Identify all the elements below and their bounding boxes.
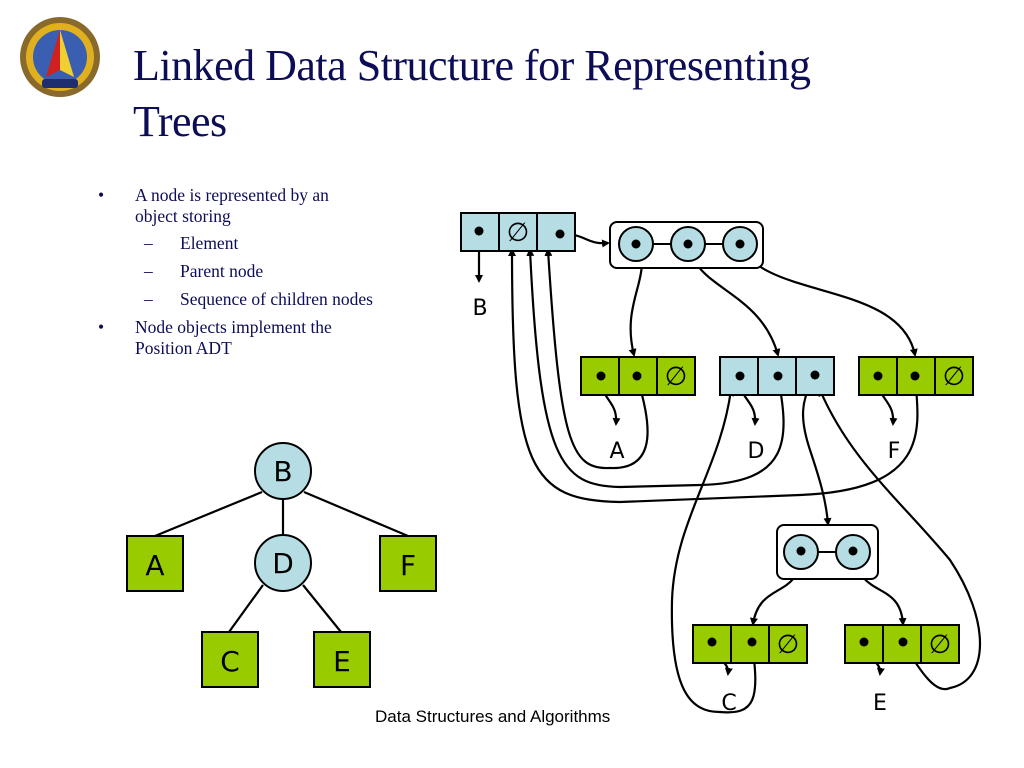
tree-node-C: C [201,631,259,688]
tree-edge-B-F [303,490,409,538]
tree-node-label: A [145,549,164,582]
linked-node-F: ∅ F [858,356,974,464]
tree-node-label: F [400,549,416,582]
bullet-list: • A node is represented by an object sto… [98,185,438,365]
dash-glyph: – [144,289,153,309]
tree-node-E: E [313,631,371,688]
title-line-1: Linked Data Structure for Representing [133,41,811,90]
pointer-D-children [801,376,832,526]
sub-bullet-text: Sequence of children nodes [180,289,373,309]
tree-node-A: A [126,535,184,592]
null-icon: ∅ [507,218,530,248]
children-sequence-D [776,524,879,580]
sub-bullet-item: – Element [98,233,438,254]
element-label-B: B [472,296,487,321]
dash-glyph: – [144,233,153,253]
pointer-E-parent [818,388,982,691]
sub-bullet-text: Element [180,233,239,253]
pointer-C-parent [670,388,757,714]
linked-node-B: ∅ B [460,212,576,321]
pointer-dot [555,229,565,239]
bullet-text: A node is represented by an object stori… [135,185,438,227]
bullet-text-line: object storing [135,206,231,226]
slide-footer: Data Structures and Algorithms [375,707,611,726]
element-label-E: E [873,691,887,716]
tree-node-label: E [333,645,351,678]
bullet-item: • A node is represented by an object sto… [98,185,438,227]
institute-logo [20,17,100,97]
tree-node-F: F [379,535,437,592]
tree-edge-D-E [302,584,342,633]
tree-node-B: B [254,442,312,500]
tree-node-label: C [220,645,240,678]
bullet-text-line: A node is represented by an [135,185,329,205]
tree-node-label: D [272,547,294,580]
pointer-D-parent [526,248,785,489]
bullet-item: • Node objects implement the Position AD… [98,317,438,359]
tree-diagram [154,490,409,633]
pointer-F-parent [508,248,919,504]
title-line-2: Trees [133,97,227,146]
pointer-A-parent [544,248,649,470]
pointer-dot [474,226,484,236]
null-icon: ∅ [929,630,952,660]
null-icon: ∅ [777,630,800,660]
sub-bullet-item: – Parent node [98,261,438,282]
null-icon: ∅ [665,362,688,392]
pointer-seq-F [738,242,918,357]
tree-node-label: B [273,455,292,488]
element-label-C: C [721,691,736,716]
element-label-A: A [609,439,624,464]
bullet-text-line: Position ADT [135,338,232,358]
element-label-F: F [888,439,901,464]
tree-edge-B-A [154,490,263,538]
slide-title: Linked Data Structure for Representing T… [133,38,993,150]
bullet-text-line: Node objects implement the [135,317,332,337]
linked-node-D: D [719,356,835,464]
linked-node-A: ∅ A [580,356,696,464]
children-sequence-B [609,221,764,269]
element-label-D: D [748,439,765,464]
bullet-text: Node objects implement the Position ADT [135,317,438,359]
linked-node-C: ∅ C [692,624,808,716]
null-icon: ∅ [943,362,966,392]
bullet-glyph: • [98,317,105,337]
cell-parent [498,212,538,252]
linked-node-E: ∅ E [844,624,960,716]
tree-edge-D-C [228,584,264,633]
sub-bullet-item: – Sequence of children nodes [98,289,438,310]
bullet-glyph: • [98,185,105,205]
tree-node-D: D [254,534,312,592]
sub-bullet-text: Parent node [180,261,264,281]
dash-glyph: – [144,261,153,281]
